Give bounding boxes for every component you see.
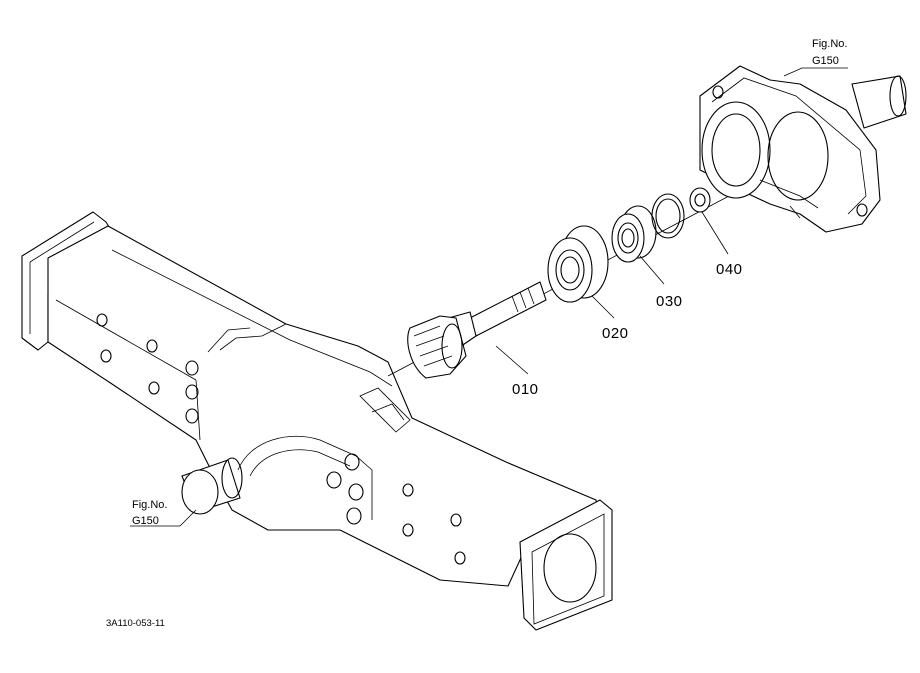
part-label-010: 010 [512,381,539,398]
bearing-020 [547,225,609,303]
pinion-gear-shaft [407,281,547,379]
fig-ref-title-upper: Fig.No. [812,38,847,50]
fig-ref-number-lower: G150 [132,515,159,527]
gear-case [699,65,907,233]
collar-040 [689,187,711,213]
part-label-020: 020 [602,325,629,342]
fig-ref-number-upper: G150 [812,55,839,67]
shim-ring [651,193,685,239]
leader-lines [130,67,848,527]
bearing-030 [611,205,657,263]
part-label-030: 030 [656,293,683,310]
drawing-code: 3A110-053-11 [106,618,165,629]
axle-housing [21,147,821,631]
fig-ref-title-lower: Fig.No. [132,499,167,511]
part-label-040: 040 [716,261,743,278]
